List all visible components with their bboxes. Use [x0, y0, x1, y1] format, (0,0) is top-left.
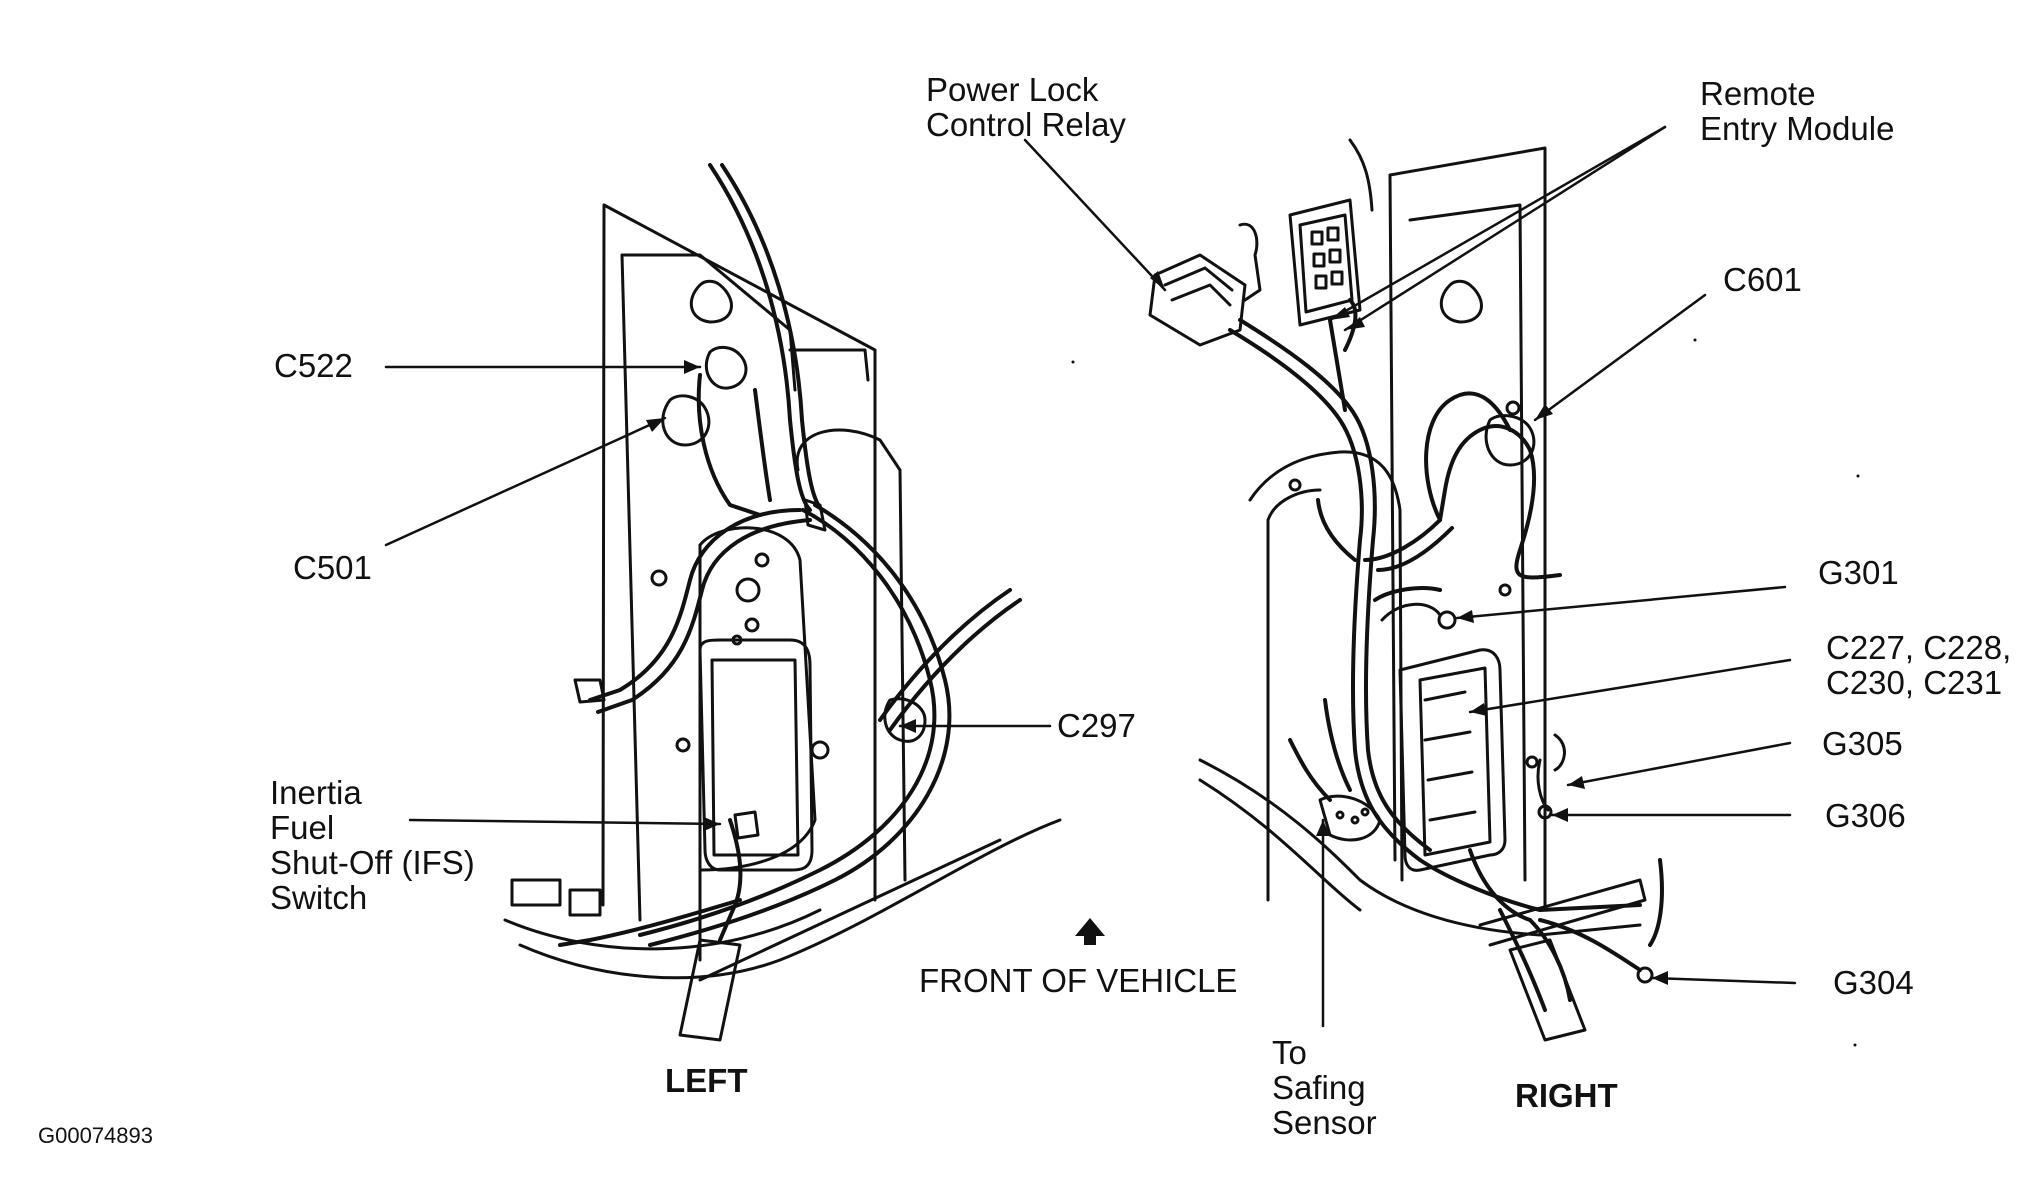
leader-c227 — [1468, 658, 1792, 714]
c227-group-label: C227, C228, C230, C231 — [1826, 630, 2011, 700]
leader-remote-2 — [1343, 125, 1667, 332]
c601-label: C601 — [1723, 261, 1802, 298]
ifs-switch-line-2: Fuel — [270, 809, 335, 846]
c501-label: C501 — [293, 549, 372, 586]
power-lock-relay-line-1: Power Lock — [926, 71, 1099, 108]
ifs-switch-label: Inertia Fuel Shut-Off (IFS) Switch — [270, 775, 475, 915]
c227-group-line-2: C230, C231 — [1826, 664, 2003, 701]
stray-marks — [1071, 338, 1860, 1047]
remote-entry-module-line-2: Entry Module — [1700, 110, 1895, 147]
leader-power-lock — [1023, 138, 1167, 292]
remote-entry-module-line-1: Remote — [1700, 75, 1816, 112]
leader-c501 — [384, 416, 667, 547]
remote-entry-module-label: Remote Entry Module — [1700, 76, 1894, 146]
figure-id: G00074893 — [38, 1123, 153, 1148]
power-lock-relay-label: Power Lock Control Relay — [926, 72, 1126, 142]
ifs-switch-line-4: Switch — [270, 879, 368, 916]
g305-label: G305 — [1822, 725, 1903, 762]
front-arrow-icon — [1075, 918, 1105, 945]
left-view-title: LEFT — [665, 1062, 748, 1099]
arrowheads — [646, 271, 1668, 985]
right-components — [1148, 198, 1654, 1042]
ifs-switch-line-3: Shut-Off (IFS) — [270, 844, 475, 881]
leader-ifs — [408, 818, 722, 826]
safing-sensor-line-3: Sensor — [1272, 1104, 1377, 1141]
right-view-title: RIGHT — [1515, 1077, 1618, 1114]
left-body-panel — [503, 203, 1062, 982]
leader-g301 — [1455, 585, 1787, 620]
front-of-vehicle-label: FRONT OF VEHICLE — [919, 962, 1238, 999]
c227-group-line-1: C227, C228, — [1826, 629, 2012, 666]
leader-lines — [384, 125, 1797, 1028]
safing-sensor-line-2: Safing — [1272, 1069, 1366, 1106]
leader-g304 — [1650, 976, 1797, 985]
c297-label: C297 — [1057, 707, 1136, 744]
left-connectors — [573, 346, 927, 1042]
ifs-switch-line-1: Inertia — [270, 774, 362, 811]
right-harness — [1228, 298, 1664, 1012]
g304-label: G304 — [1833, 964, 1914, 1001]
safing-sensor-label: To Safing Sensor — [1272, 1035, 1377, 1140]
leader-g305 — [1566, 741, 1792, 787]
left-harness — [558, 163, 1022, 947]
g306-label: G306 — [1825, 797, 1906, 834]
leader-remote-1 — [1328, 125, 1667, 322]
safing-sensor-line-1: To — [1272, 1034, 1307, 1071]
right-body-panel — [1198, 138, 1647, 947]
leader-c601 — [1533, 293, 1707, 422]
g301-label: G301 — [1818, 554, 1899, 591]
power-lock-relay-line-2: Control Relay — [926, 106, 1126, 143]
c522-label: C522 — [274, 347, 353, 384]
